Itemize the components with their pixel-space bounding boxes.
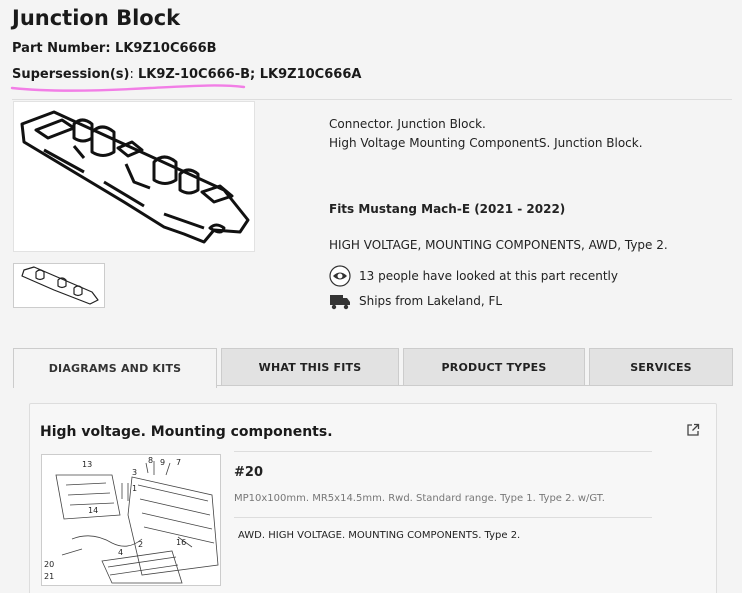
callout: 16 (176, 538, 186, 547)
note-text: AWD. HIGH VOLTAGE. MOUNTING COMPONENTS. … (238, 530, 521, 541)
divider (234, 517, 652, 518)
supersession-label: Supersession(s) (12, 67, 130, 82)
supersession-values: LK9Z-10C666-B; LK9Z10C666A (137, 67, 362, 82)
truck-icon (330, 295, 350, 310)
callout: 7 (176, 458, 181, 467)
fitment-text: Fits Mustang Mach-E (2021 - 2022) (329, 202, 566, 216)
header-divider (12, 99, 732, 100)
diagram-title[interactable]: High voltage. Mounting components. (40, 424, 333, 440)
spec-text: MP10x100mm. MR5x14.5mm. Rwd. Standard ra… (234, 493, 605, 504)
description-line: Connector. Junction Block. (329, 117, 486, 131)
diagram-image[interactable]: 13 14 3 1 8 9 7 4 2 16 20 21 (41, 454, 221, 586)
eye-icon (329, 265, 351, 287)
callout: 4 (118, 548, 123, 557)
tab-product-types[interactable]: PRODUCT TYPES (403, 348, 585, 386)
callout: 13 (82, 460, 92, 469)
reference-number: #20 (234, 465, 263, 480)
highlight-underline (10, 84, 246, 92)
callout: 9 (160, 458, 165, 467)
description-line: HIGH VOLTAGE, MOUNTING COMPONENTS, AWD, … (329, 238, 668, 252)
supersessions: Supersession(s): LK9Z-10C666-B; LK9Z10C6… (12, 67, 361, 82)
product-thumbnail[interactable] (13, 263, 105, 308)
part-number: Part Number: LK9Z10C666B (12, 41, 217, 56)
callout: 8 (148, 456, 153, 465)
callout: 3 (132, 468, 137, 477)
tab-services[interactable]: SERVICES (589, 348, 733, 386)
callout: 14 (88, 506, 98, 515)
tab-bar: DIAGRAMS AND KITS WHAT THIS FITS PRODUCT… (13, 348, 733, 388)
tab-diagrams-and-kits[interactable]: DIAGRAMS AND KITS (13, 348, 217, 388)
product-image[interactable] (13, 101, 255, 252)
callout: 20 (44, 560, 54, 569)
callout: 1 (132, 484, 137, 493)
tab-what-this-fits[interactable]: WHAT THIS FITS (221, 348, 399, 386)
callout: 2 (138, 540, 143, 549)
views-info: 13 people have looked at this part recen… (329, 265, 618, 287)
views-text: 13 people have looked at this part recen… (359, 269, 618, 283)
callout: 21 (44, 572, 54, 581)
external-link-icon[interactable] (686, 423, 700, 437)
diagram-card: High voltage. Mounting components. 13 14 (29, 403, 717, 593)
divider (234, 451, 652, 452)
shipping-text: Ships from Lakeland, FL (359, 294, 503, 308)
page-title: Junction Block (12, 6, 181, 30)
supersession-separator: : (129, 67, 138, 82)
shipping-info: Ships from Lakeland, FL (329, 290, 502, 312)
tab-divider (217, 385, 733, 386)
description-line: High Voltage Mounting ComponentS. Juncti… (329, 136, 643, 150)
